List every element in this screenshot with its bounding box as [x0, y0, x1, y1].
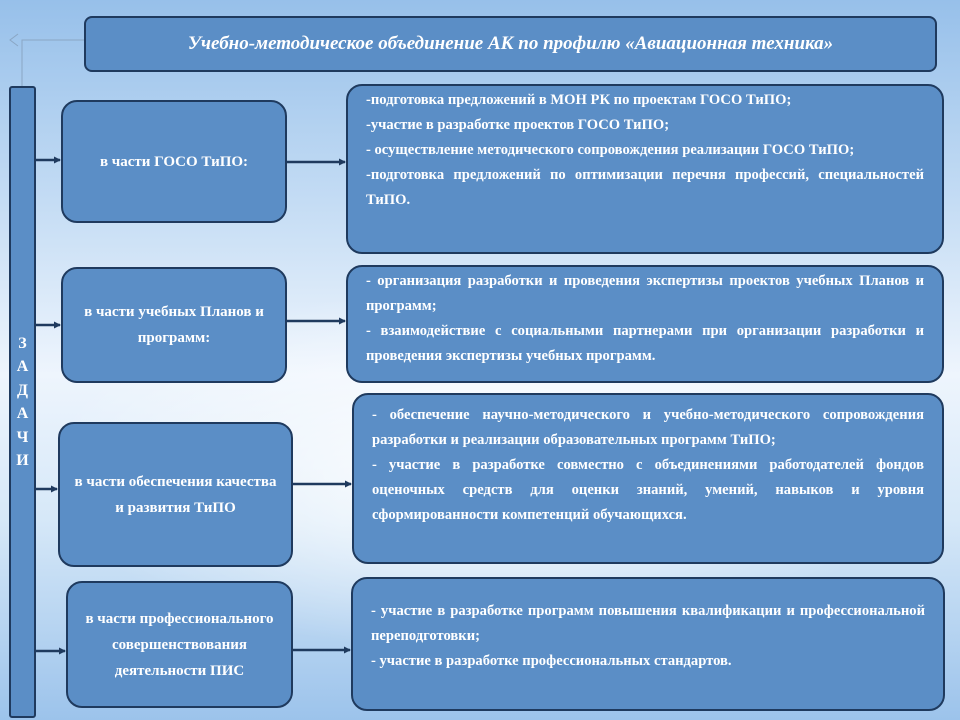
- description-item: - участие в разработке профессиональных …: [371, 653, 732, 669]
- category-box-plans: в части учебных Планов и программ:: [61, 267, 287, 383]
- description-item: -подготовка предложений в МОН РК по прое…: [366, 92, 792, 108]
- description-box-plans: - организация разработки и проведения эк…: [346, 265, 944, 383]
- tasks-letter: А: [16, 358, 29, 375]
- title-text: Учебно-методическое объединение АК по пр…: [187, 33, 834, 54]
- category-box-quality: в части обеспечения качества и развития …: [58, 422, 293, 567]
- description-item: - взаимодействие с социальными партнерам…: [366, 323, 924, 364]
- category-box-professional: в части профессионального совершенствова…: [66, 581, 293, 708]
- category-box-goso: в части ГОСО ТиПО:: [61, 100, 287, 223]
- tasks-letter: З: [18, 334, 27, 352]
- tasks-vertical-bar: З А Д А Ч И: [9, 86, 36, 718]
- category-label: в части обеспечения качества и развития …: [74, 473, 277, 516]
- title-box: Учебно-методическое объединение АК по пр…: [84, 16, 937, 72]
- tasks-letter: А: [16, 405, 29, 422]
- description-item: - участие в разработке совместно с объед…: [372, 457, 924, 523]
- description-item: - участие в разработке программ повышени…: [371, 603, 925, 644]
- description-box-quality: - обеспечение научно-методического и уче…: [352, 393, 944, 564]
- category-label: в части профессионального совершенствова…: [85, 610, 274, 679]
- description-box-goso: -подготовка предложений в МОН РК по прое…: [346, 84, 944, 254]
- description-item: - организация разработки и проведения эк…: [366, 273, 924, 314]
- description-item: - осуществление методического сопровожде…: [366, 142, 855, 158]
- description-item: -подготовка предложений по оптимизации п…: [366, 167, 924, 208]
- description-item: - обеспечение научно-методического и уче…: [372, 407, 924, 448]
- category-label: в части учебных Планов и программ:: [84, 304, 264, 346]
- tasks-letter: Д: [16, 381, 28, 399]
- tasks-label: З А Д А Ч И: [16, 332, 28, 473]
- tasks-letter: И: [16, 452, 29, 469]
- title-connector-arrowhead: [9, 33, 19, 47]
- title-to-tasks-connector: [21, 39, 84, 86]
- description-item: -участие в разработке проектов ГОСО ТиПО…: [366, 117, 670, 133]
- tasks-letter: Ч: [16, 428, 29, 446]
- category-label: в части ГОСО ТиПО:: [99, 153, 249, 170]
- description-box-professional: - участие в разработке программ повышени…: [351, 577, 945, 711]
